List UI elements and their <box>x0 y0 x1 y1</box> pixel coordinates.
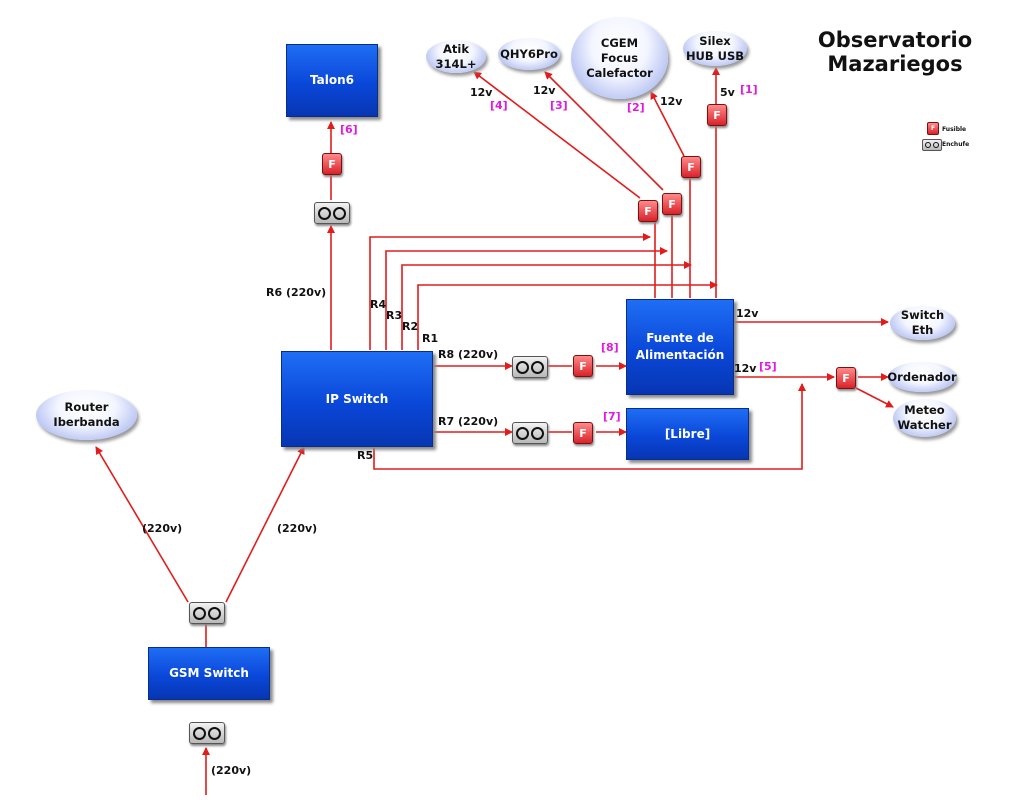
qhy-camera-node: QHY6Pro <box>498 38 560 70</box>
wire-r1 <box>417 281 718 350</box>
wire-to-cgem <box>650 91 685 157</box>
label-r3: R3 <box>386 309 403 322</box>
ordenador-node: Ordenador <box>887 362 957 392</box>
diagram-title: Observatorio Mazariegos <box>800 28 990 76</box>
legend-fuse-label: Fusible <box>942 126 967 133</box>
wire-to-router <box>95 446 189 603</box>
fuse-3: F <box>662 193 682 215</box>
marker-3: [3] <box>550 99 568 112</box>
fuse-5: F <box>836 367 856 389</box>
wire-r2 <box>401 261 692 350</box>
fuse-4: F <box>638 200 658 222</box>
marker-7: [7] <box>603 410 621 423</box>
label-r4: R4 <box>370 298 387 311</box>
label-220v-left: (220v) <box>142 522 183 535</box>
label-5v-silex: 5v <box>720 86 735 99</box>
marker-2: [2] <box>627 101 645 114</box>
plug-r8 <box>512 356 548 378</box>
libre-box: [Libre] <box>626 408 749 460</box>
wire-r3 <box>385 247 668 350</box>
fuse-8: F <box>573 355 593 377</box>
talon6-box: Talon6 <box>286 44 378 117</box>
fuse-1: F <box>707 104 727 126</box>
label-220v-bottom: (220v) <box>211 764 252 777</box>
label-12v-switch: 12v <box>736 307 759 320</box>
plug-gsm-out <box>189 602 225 624</box>
label-12v-qhy: 12v <box>533 84 556 97</box>
legend-fuse-icon: F <box>927 122 939 135</box>
marker-6: [6] <box>340 123 358 136</box>
ip-switch-box: IP Switch <box>281 351 433 447</box>
title-line2: Mazariegos <box>827 52 963 76</box>
fuse-2: F <box>681 156 701 178</box>
label-r7: R7 (220v) <box>438 415 499 428</box>
label-r8: R8 (220v) <box>438 348 499 361</box>
wire-to-ipswitch <box>225 446 305 603</box>
plug-gsm-in <box>189 722 225 744</box>
label-r6: R6 (220v) <box>266 286 327 299</box>
title-line1: Observatorio <box>817 28 973 52</box>
fuse-6: F <box>322 153 342 175</box>
wire-to-meteo <box>855 387 894 408</box>
wire-r4 <box>369 233 651 350</box>
legend-plug-label: Enchufe <box>942 141 970 148</box>
plug-r7 <box>512 422 548 444</box>
gsm-switch-box: GSM Switch <box>148 647 270 700</box>
plug-r6 <box>314 202 350 224</box>
label-r1: R1 <box>422 332 439 345</box>
marker-5: [5] <box>759 360 777 373</box>
wire-r5 <box>373 383 806 470</box>
label-12v-ordenador: 12v <box>734 362 757 375</box>
wire-to-qhy <box>544 71 664 191</box>
legend-plug-icon <box>922 139 942 151</box>
fuente-alimentacion-box: Fuente de Alimentación <box>626 299 734 395</box>
marker-4: [4] <box>490 99 508 112</box>
label-220v-right: (220v) <box>277 522 318 535</box>
label-r2: R2 <box>402 320 419 333</box>
marker-1: [1] <box>740 83 758 96</box>
wire-to-atik <box>473 71 641 199</box>
label-12v-atik: 12v <box>470 86 493 99</box>
label-12v-cgem: 12v <box>660 95 683 108</box>
fuse-7: F <box>573 422 593 444</box>
label-r5: R5 <box>357 449 374 462</box>
marker-8: [8] <box>601 341 619 354</box>
